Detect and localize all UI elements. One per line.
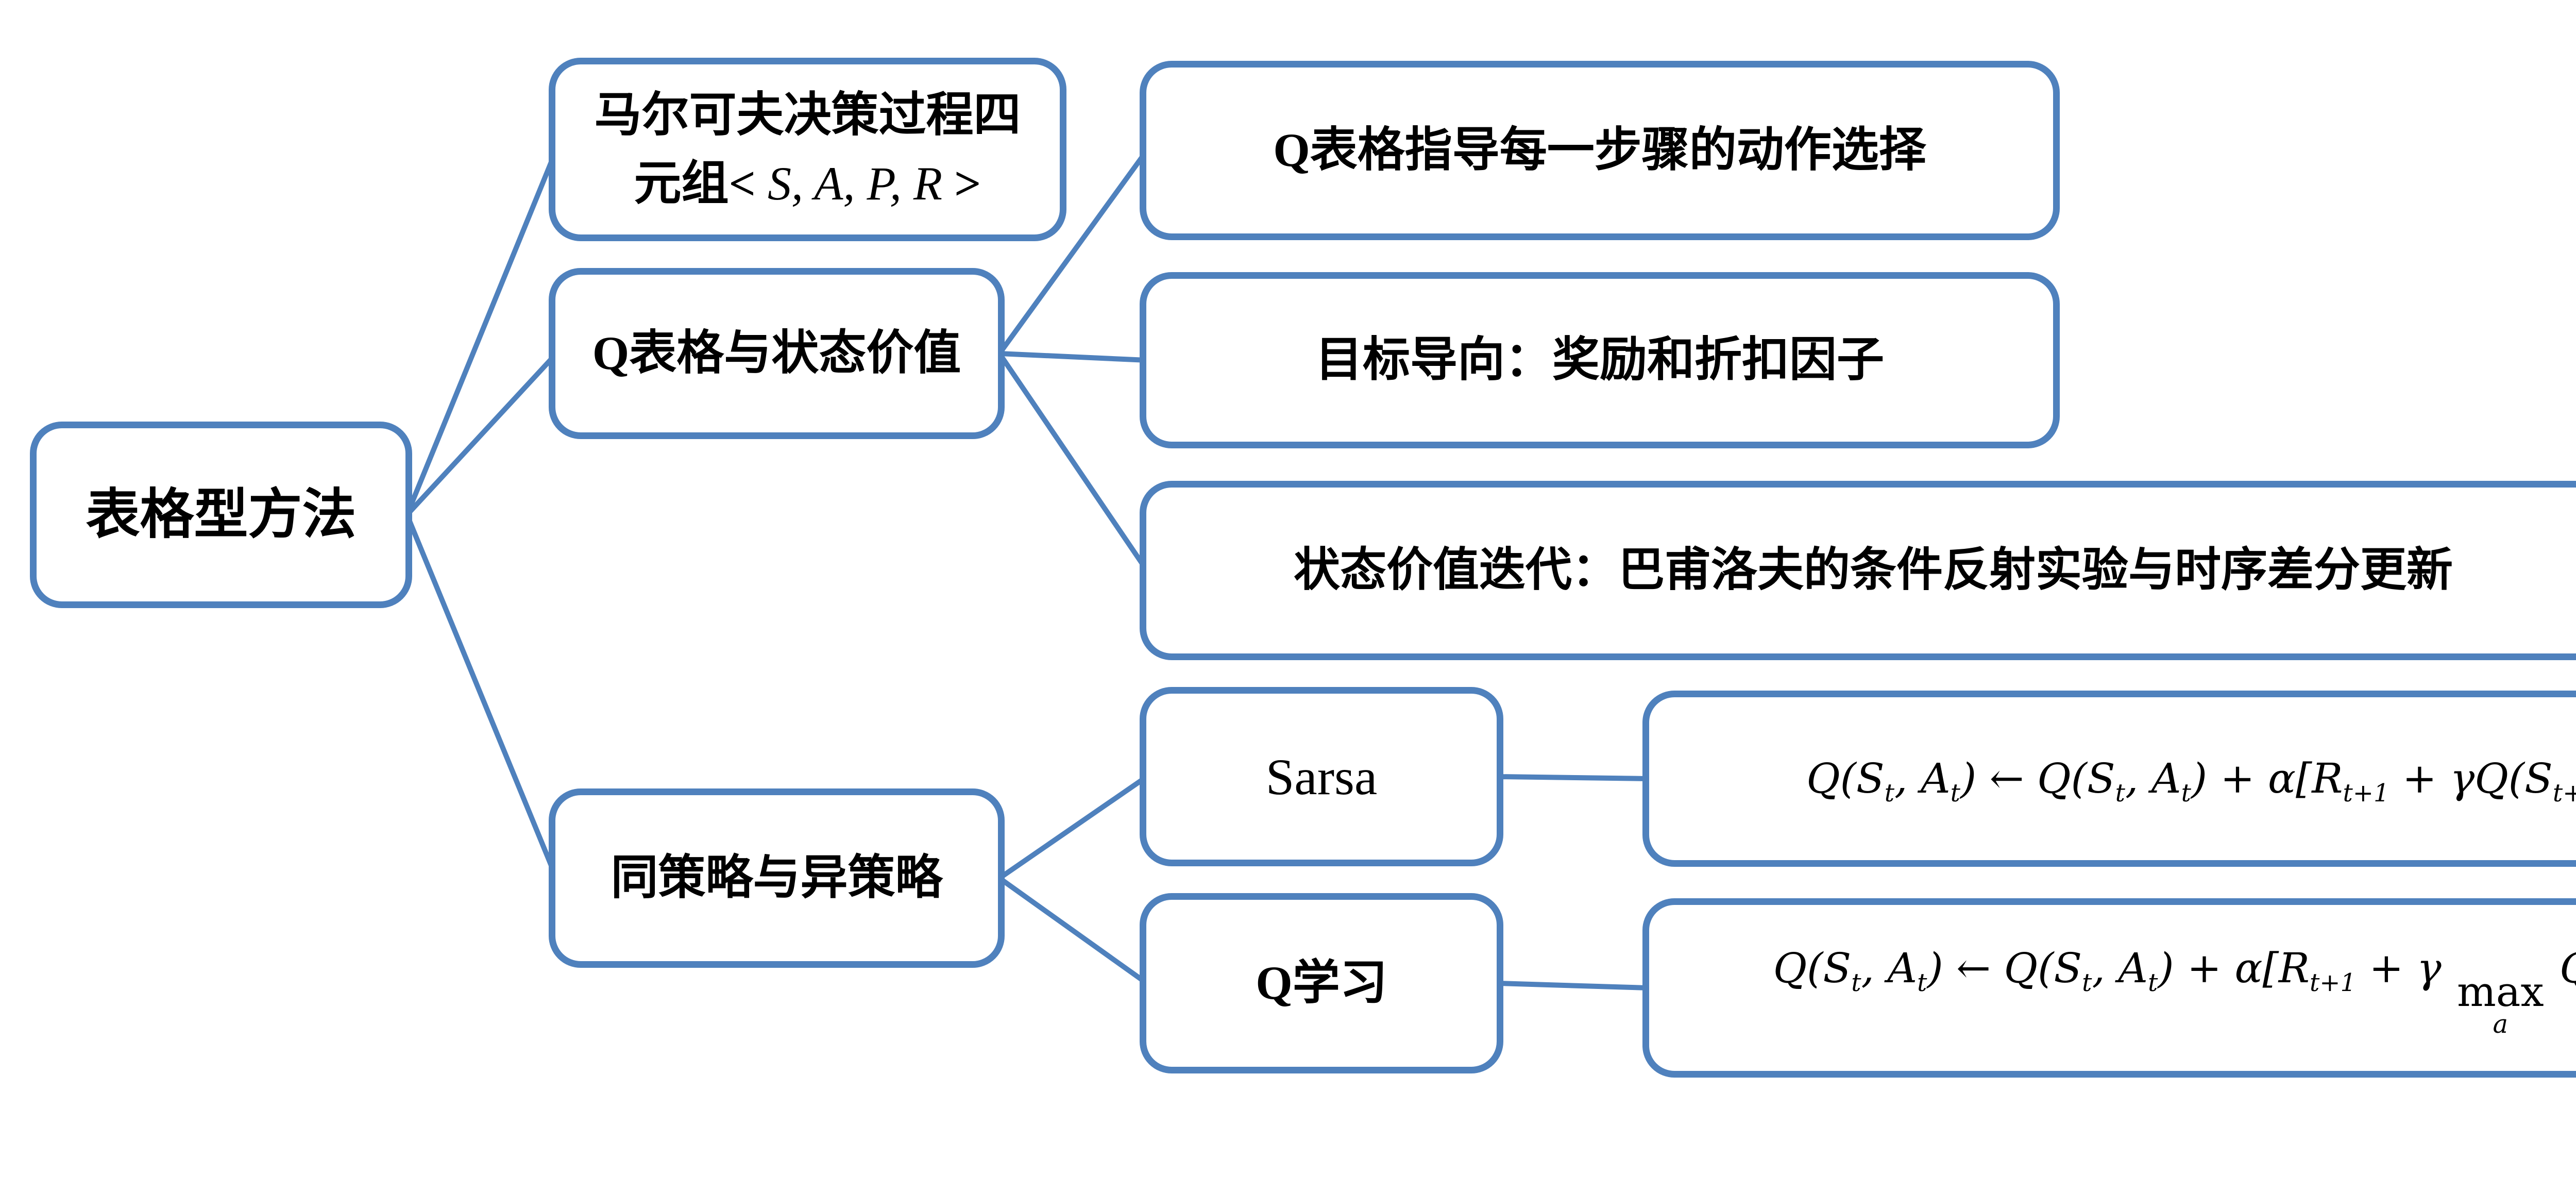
node-mdp-label-line2: 元组< S, A, P, R > xyxy=(594,149,1021,218)
node-on-off-policy: 同策略与异策略 xyxy=(549,788,1005,968)
connector-root-to-policy xyxy=(404,512,559,881)
connector-qlearning-to-formula xyxy=(1496,981,1651,990)
node-mdp-label: 马尔可夫决策过程四 元组< S, A, P, R > xyxy=(594,81,1021,219)
node-sarsa-label: Sarsa xyxy=(1265,748,1378,805)
connector-qtable-to-child3 xyxy=(997,351,1149,573)
node-qtable-action-selection: Q表格指导每一步骤的动作选择 xyxy=(1140,61,2060,240)
node-qlearning-label: Q学习 xyxy=(1256,956,1387,1010)
node-qtable-child1-label: Q表格指导每一步骤的动作选择 xyxy=(1273,124,1926,177)
sarsa-update-formula: Q(St, At) ← Q(St, At) + α[Rt+1 + γQ(St+1… xyxy=(1806,754,2576,808)
node-qtable-label: Q表格与状态价值 xyxy=(592,327,961,380)
node-sarsa-formula: Q(St, At) ← Q(St, At) + α[Rt+1 + γQ(St+1… xyxy=(1642,691,2576,867)
node-goal-oriented: 目标导向：奖励和折扣因子 xyxy=(1140,272,2060,448)
node-mdp-line2-suffix: > xyxy=(942,157,981,210)
node-qtable-child3-label: 状态价值迭代：巴甫洛夫的条件反射实验与时序差分更新 xyxy=(1294,544,2453,596)
node-state-value-iteration: 状态价值迭代：巴甫洛夫的条件反射实验与时序差分更新 xyxy=(1140,481,2576,660)
node-qlearning: Q学习 xyxy=(1140,893,1503,1073)
node-qtable-child2-label: 目标导向：奖励和折扣因子 xyxy=(1315,333,1884,387)
connector-qtable-to-child2 xyxy=(997,351,1149,363)
connector-sarsa-to-formula xyxy=(1496,774,1651,781)
node-root: 表格型方法 xyxy=(30,422,412,608)
node-mdp-line2-math: S, A, P, R xyxy=(767,157,943,210)
node-mdp-line2-prefix: 元组< xyxy=(634,157,768,210)
connector-qtable-to-child1 xyxy=(997,148,1149,356)
node-qtable-state-value: Q表格与状态价值 xyxy=(549,268,1005,439)
node-root-label: 表格型方法 xyxy=(86,484,357,545)
node-mdp-label-line1: 马尔可夫决策过程四 xyxy=(594,88,1021,141)
connector-root-to-mdp xyxy=(404,147,559,517)
connector-policy-to-sarsa xyxy=(997,774,1149,881)
node-mdp-tuple: 马尔可夫决策过程四 元组< S, A, P, R > xyxy=(549,58,1066,241)
node-policy-label: 同策略与异策略 xyxy=(611,851,943,904)
node-sarsa: Sarsa xyxy=(1140,687,1503,866)
connector-policy-to-qlearning xyxy=(997,876,1149,986)
connector-root-to-qtable xyxy=(404,351,559,517)
